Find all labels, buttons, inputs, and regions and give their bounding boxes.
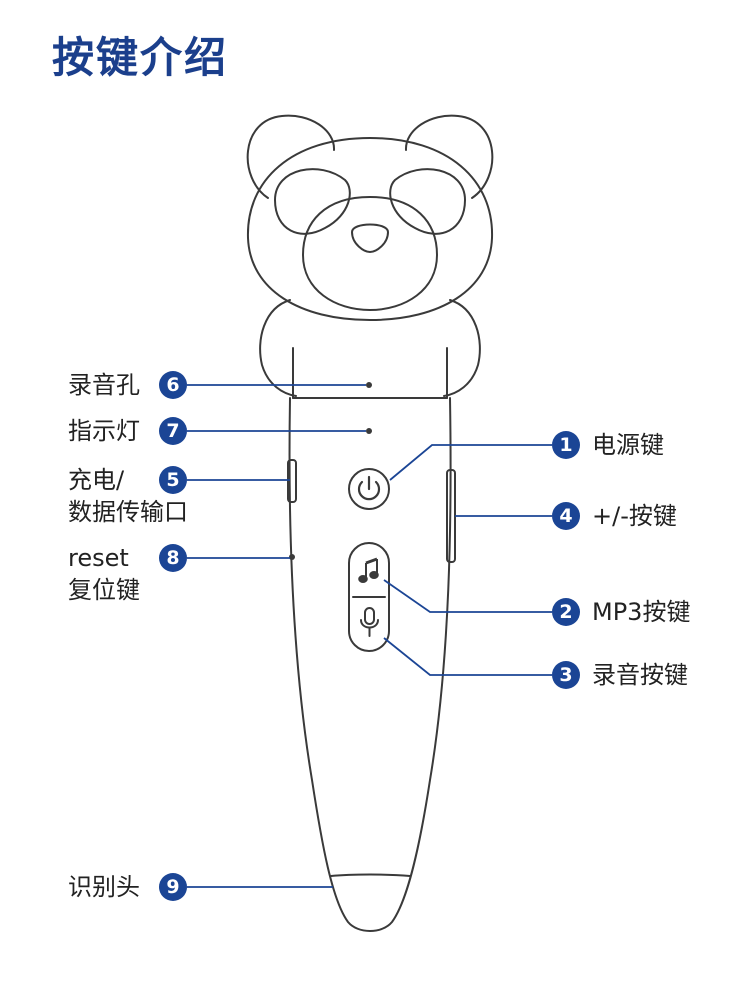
label-charging-line1: 充电/: [68, 466, 125, 494]
badge-7: 7: [159, 417, 187, 445]
page-title: 按键介绍: [52, 33, 229, 82]
right-arm: [443, 299, 481, 397]
label-volume-key: +/-按键: [592, 502, 677, 530]
mode-button-capsule: [348, 542, 390, 652]
indicator-dot: [366, 428, 372, 434]
badge-6: 6: [159, 371, 187, 399]
label-reset-line1: reset: [68, 544, 129, 572]
label-indicator-light: 指示灯: [68, 417, 140, 445]
left-arm: [259, 299, 297, 397]
pen-body: [288, 397, 452, 932]
muzzle: [302, 196, 438, 311]
leader-3: [383, 637, 552, 676]
panda-head: [246, 137, 494, 321]
microphone-icon: [360, 607, 379, 637]
charging-port: [287, 459, 297, 503]
reset-dot: [289, 554, 295, 560]
nose: [351, 223, 389, 253]
leader-1: [389, 444, 552, 481]
tip-line: [330, 873, 411, 877]
badge-9: 9: [159, 873, 187, 901]
label-recognition-head: 识别头: [68, 873, 140, 901]
badge-4: 4: [552, 502, 580, 530]
right-ear: [404, 114, 494, 199]
label-record-key: 录音按键: [592, 661, 688, 689]
badge-2: 2: [552, 598, 580, 626]
badge-5: 5: [159, 466, 187, 494]
music-note-icon: [358, 557, 379, 583]
label-charging-line2: 数据传输口: [68, 498, 188, 526]
label-reset-line2: 复位键: [68, 576, 140, 604]
badge-8: 8: [159, 544, 187, 572]
label-mp3-key: MP3按键: [592, 598, 691, 626]
power-icon: [357, 475, 381, 501]
mic-hole-dot: [366, 382, 372, 388]
label-power-key: 电源键: [592, 431, 664, 459]
label-mic-hole: 录音孔: [68, 371, 140, 399]
badge-3: 3: [552, 661, 580, 689]
badge-1: 1: [552, 431, 580, 459]
leader-2: [383, 579, 552, 613]
left-ear: [246, 114, 336, 199]
power-button: [348, 468, 390, 510]
